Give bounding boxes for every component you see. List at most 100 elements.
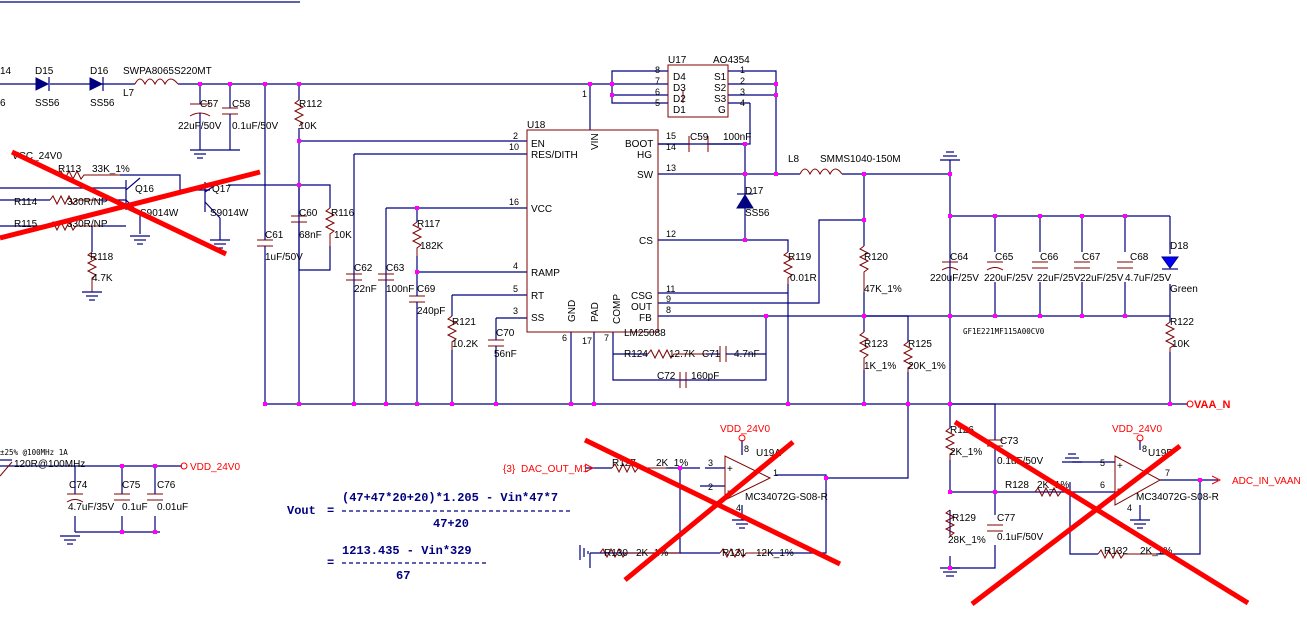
label-c71: C71 [702,349,721,360]
capacitor-c61 [257,230,273,262]
pin-d3: D3 [673,83,686,94]
pin-num: 5 [513,284,518,294]
label-u18-part: LM25088 [624,328,666,339]
capacitor-c67 [1074,261,1090,269]
capacitor-c58 [222,96,238,128]
label-c71-val: 4.7nF [734,349,760,360]
net-dac-ref: {3} [503,464,516,475]
label-u18: U18 [527,120,546,131]
label-c72-val: 160pF [691,371,719,382]
pin-num: 9 [666,294,671,304]
pin-num: 6 [655,87,660,97]
label-r112: R112 [299,99,323,110]
pin-vcc: VCC [531,204,552,215]
pin-num: 8 [744,444,749,454]
cross-right-a [953,419,1250,606]
equation-lhs: Vout [287,504,316,518]
cross-left-a [10,149,228,257]
capacitor-c76 [147,493,163,501]
cross-mid-a [583,437,842,567]
pin-num: 10 [509,142,519,152]
label-c77-val: 0.1uF/50V [997,532,1043,543]
label-6: 6 [0,98,6,109]
pin-num: 4 [736,503,741,513]
resistor-r116 [324,207,336,246]
pin-gnd: GND [567,300,578,322]
pin-out: OUT [631,302,652,313]
label-c75-val: 0.1uF [122,502,148,513]
capacitor-c57 [189,96,211,128]
label-c64: C64 [950,252,969,263]
cross-left-b [0,169,261,241]
ground-symbol [60,535,80,545]
label-c69: C69 [417,284,436,295]
label-c62: C62 [354,263,373,274]
label-r116: R116 [331,208,355,219]
pin-pad: PAD [590,302,601,322]
label-d18-val: Green [1170,284,1198,295]
label-r127-val: 2K_1% [656,458,688,469]
net-vdd-b: VDD_24V0 [1112,424,1162,435]
capacitor-c72 [679,372,687,388]
label-c74-val: 4.7uF/35V [68,502,114,513]
label-r129-val: 28K_1% [948,535,986,546]
pin-num: 4 [513,261,518,271]
label-q16: Q16 [135,184,154,195]
label-r118: R118 [90,252,114,263]
label-l7: L7 [123,88,135,99]
opamp-plus-b: + [1117,461,1123,472]
label-c77: C77 [997,513,1016,524]
label-r113: R113 [58,164,82,175]
label-r127: R127 [612,458,636,469]
label-r126: R126 [950,425,974,436]
opamp-plus-a: + [727,464,733,475]
label-c60: C60 [299,208,318,219]
pin-d1: D1 [673,105,686,116]
label-d17-val: SS56 [745,208,770,219]
ferrite-bead [0,461,13,477]
pin-comp: COMP [612,294,623,324]
pin-num: 6 [1100,480,1105,490]
ground-symbol [1062,453,1082,463]
label-r113-val: 33K_1% [92,164,130,175]
label-r121-val: 10.2K [452,339,478,350]
label-c58: C58 [232,99,251,110]
capacitor-c69 [409,292,425,318]
pin-hg: HG [637,150,652,161]
pin-ramp: RAMP [531,268,560,279]
capacitor-c77 [987,524,1003,532]
resistor-r114 [49,194,100,206]
capacitor-c70 [488,330,504,362]
label-r124-val: 12.7K [669,349,695,360]
label-q17-val: S9014W [210,208,249,219]
pin-num: 7 [604,333,609,343]
diode-d16 [89,77,104,91]
equation-denominator-2: 67 [396,569,410,583]
resistor-r124 [647,348,706,360]
pin-d4: D4 [673,72,686,83]
label-r125: R125 [908,339,932,350]
label-r128: R128 [1005,480,1029,491]
strike-crosses [0,149,1250,606]
label-c63-val: 100nF [386,284,414,295]
cross-mid-b [623,440,795,582]
label-r125-val: 20K_1% [908,361,946,372]
pin-num: 11 [666,284,675,294]
label-c75: C75 [122,480,141,491]
label-l7-val: SWPA8065S220MT [123,66,212,77]
resistor-r118 [86,251,98,292]
pin-num: 1 [740,65,745,75]
net-vaa-n: VAA_N [1194,399,1231,411]
resistor-r120 [858,245,870,292]
pin-num: 8 [1142,444,1147,454]
pin-num: 8 [655,65,660,75]
pin-num: 1 [773,468,778,478]
label-r129: R129 [952,513,976,524]
label-d16-val: SS56 [90,98,115,109]
capacitor-c64 [941,261,959,271]
label-c69-val: 240pF [417,306,445,317]
net-port-vaa-n [1186,400,1194,408]
label-op-part-b: MC34072G-S08-R [1136,492,1219,503]
label-c67: C67 [1082,252,1101,263]
